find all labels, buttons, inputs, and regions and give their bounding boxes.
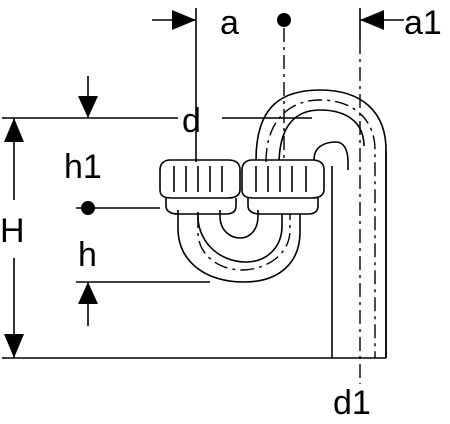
inner-u-bend <box>219 210 259 239</box>
left-inlet-nut <box>159 159 241 215</box>
dim-H-arrow-bottom <box>4 334 24 358</box>
right-inlet-nut <box>241 159 325 215</box>
u-bend-outer <box>177 210 301 283</box>
dim-H-arrow-top <box>4 118 24 142</box>
dimension-lines <box>2 8 404 359</box>
label-h1: h1 <box>64 148 102 186</box>
label-a: a <box>220 4 239 42</box>
dim-d-arrow-head <box>78 96 98 118</box>
outlet-bend-inner <box>278 109 365 166</box>
centerlines <box>197 28 376 384</box>
dim-a-arrow <box>172 10 196 30</box>
label-h: h <box>78 236 97 274</box>
pipe-centerline-bend <box>265 99 376 358</box>
label-d: d <box>182 102 201 140</box>
label-a1: a1 <box>404 4 442 42</box>
dim-a1-arrow <box>360 10 384 30</box>
pipe-centerline-u <box>197 214 291 271</box>
dim-a-center-dot <box>277 13 291 27</box>
label-d1: d1 <box>333 384 371 422</box>
siphon-pipe <box>159 89 387 359</box>
outlet-inner-elbow <box>313 141 349 170</box>
outlet-bend-outer <box>255 89 387 358</box>
u-bend-inner <box>197 211 283 263</box>
dim-h-arrow-head <box>78 282 98 304</box>
dimension-labels: a a1 d h1 H h d1 <box>0 4 442 422</box>
label-H: H <box>0 212 25 250</box>
